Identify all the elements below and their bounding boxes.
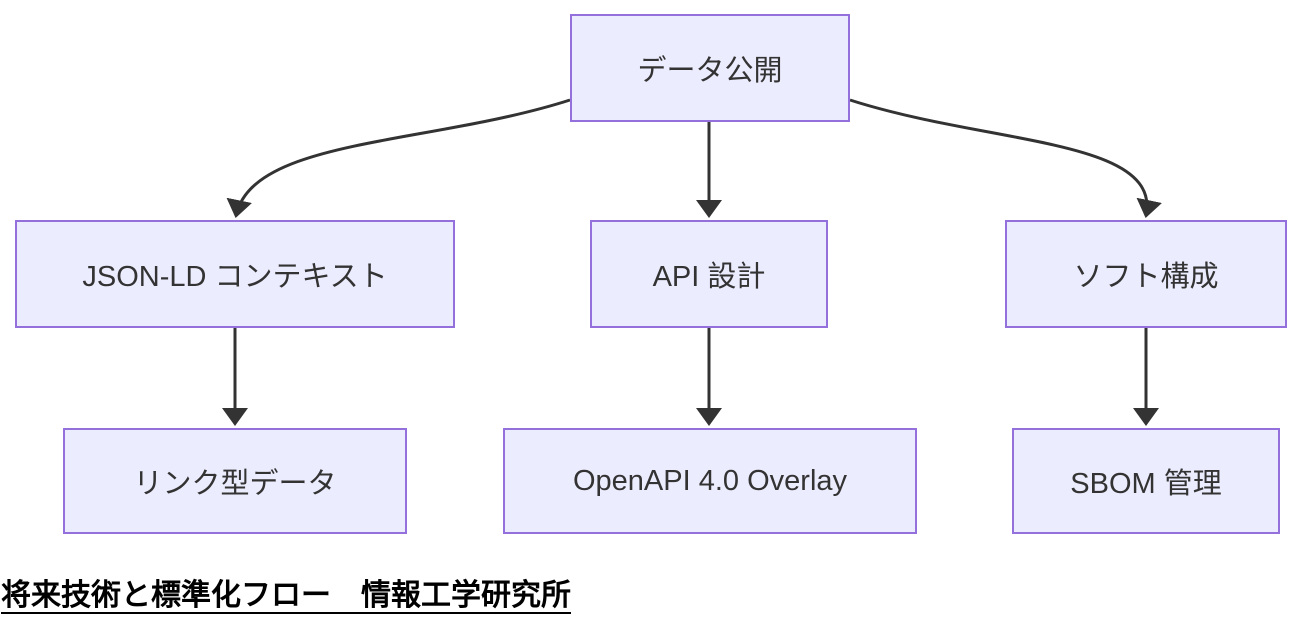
node-data-publish: データ公開 (570, 14, 850, 122)
node-jsonld-context-label: JSON-LD コンテキスト (82, 261, 388, 293)
node-linked-data: リンク型データ (63, 428, 407, 534)
node-linked-data-label: リンク型データ (133, 468, 337, 500)
node-data-publish-label: データ公開 (637, 55, 783, 87)
edge-root-to-jsonld (226, 98, 571, 218)
node-api-design-label: API 設計 (652, 261, 766, 293)
node-sbom-management-label: SBOM 管理 (1070, 468, 1222, 500)
node-openapi-overlay-label: OpenAPI 4.0 Overlay (572, 464, 848, 497)
node-soft-config-label: ソフト構成 (1073, 261, 1219, 293)
edge-root-to-soft (849, 98, 1162, 218)
node-jsonld-context: JSON-LD コンテキスト (15, 220, 455, 328)
diagram-caption: 将来技術と標準化フロー 情報工学研究所 (1, 579, 571, 612)
node-sbom-management: SBOM 管理 (1012, 428, 1280, 534)
node-soft-config: ソフト構成 (1005, 220, 1287, 328)
node-api-design: API 設計 (590, 220, 828, 328)
node-openapi-overlay: OpenAPI 4.0 Overlay (503, 428, 917, 534)
